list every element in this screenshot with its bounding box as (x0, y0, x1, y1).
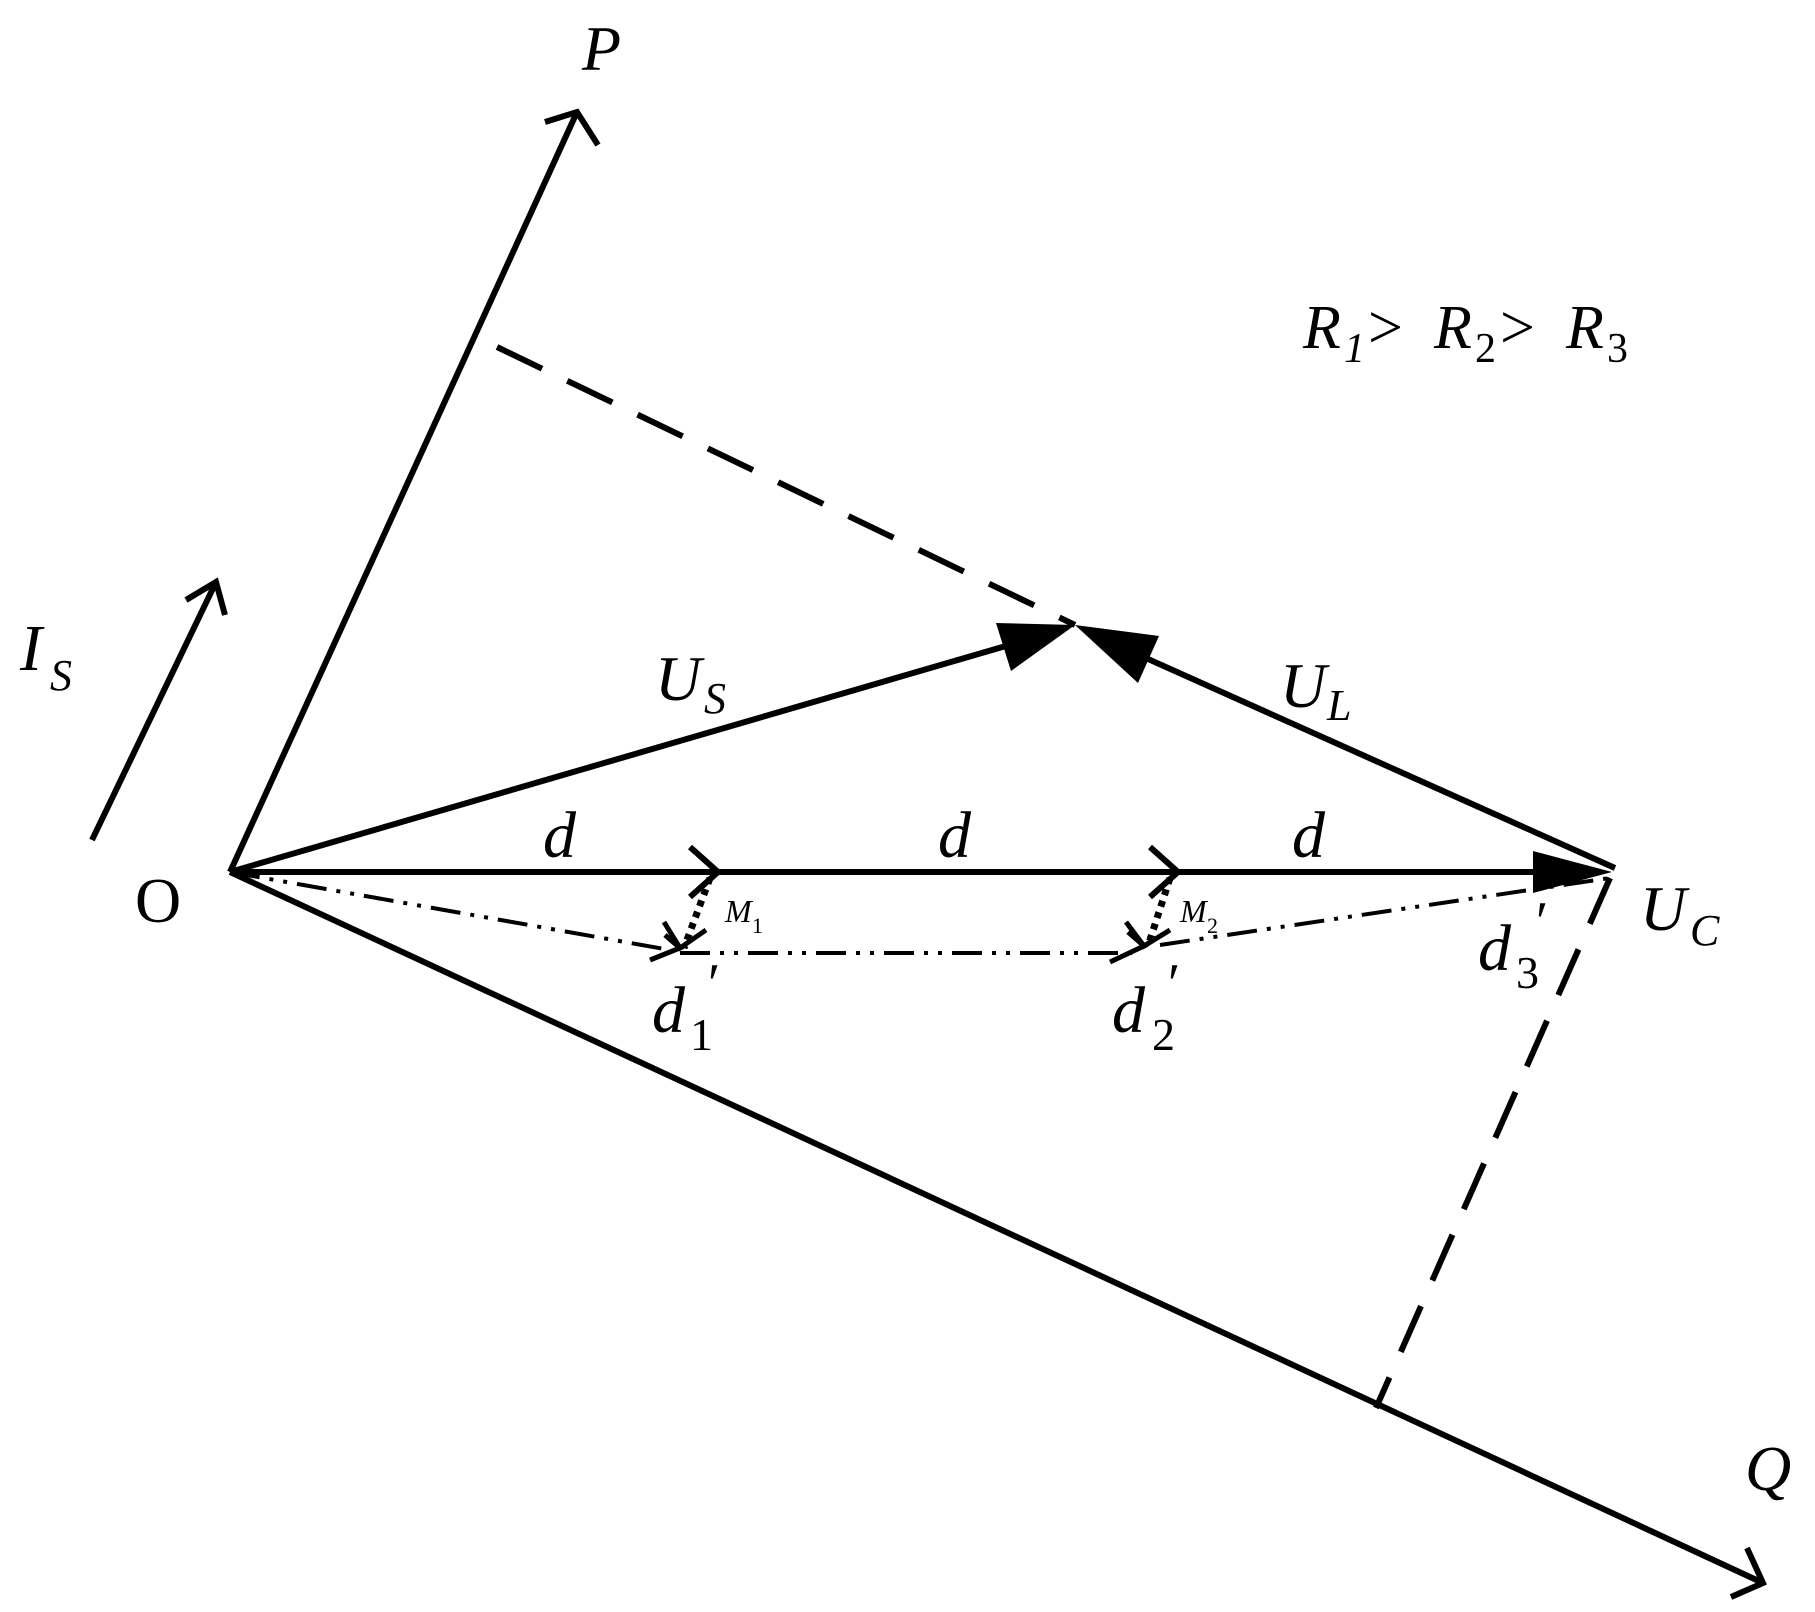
uc-label: U C (1640, 873, 1720, 955)
d1-prime-label: d 1 ′ (652, 953, 720, 1060)
d2-label-main: d (1112, 974, 1146, 1047)
d3-label-sub: 3 (1516, 947, 1539, 998)
uc-label-main: U (1640, 873, 1690, 944)
relation-r3: R (1565, 294, 1604, 362)
segment-arrow-2 (1148, 844, 1183, 900)
m2-label: M 2 (1179, 893, 1218, 938)
uc-vector (230, 844, 1612, 900)
us-label-main: U (655, 643, 705, 714)
segment-arrow-1 (688, 844, 723, 900)
segment-d-label-1: d (543, 799, 577, 872)
m1-label: M 1 (724, 893, 763, 938)
segment-d-label-2: d (938, 799, 972, 872)
d1-label-prime: ′ (708, 953, 720, 1015)
m1-link (649, 876, 714, 963)
d2-label-sub: 2 (1152, 1009, 1175, 1060)
dashed-projection-q (1373, 876, 1613, 1410)
d3-label-main: d (1478, 912, 1512, 985)
relation-gt-2: > (1500, 294, 1535, 362)
m2-label-main: M (1179, 893, 1209, 929)
is-label-main: I (19, 612, 45, 685)
is-arrow (89, 577, 228, 842)
relation-r1: R (1302, 294, 1341, 362)
m2-label-sub: 2 (1207, 913, 1218, 938)
m1-label-main: M (724, 893, 754, 929)
relation-r2: R (1433, 294, 1472, 362)
m1-label-sub: 1 (752, 913, 763, 938)
ul-label: U L (1280, 650, 1351, 730)
uc-label-sub: C (1690, 906, 1720, 955)
ul-label-sub: L (1326, 681, 1351, 730)
m2-link (1108, 876, 1174, 965)
resistance-relation: R 1 > R 2 > R 3 (1302, 294, 1628, 372)
p-axis-label: P (581, 13, 621, 84)
us-label-sub: S (704, 674, 726, 723)
relation-r3-sub: 3 (1607, 326, 1628, 372)
ul-vector (1075, 625, 1617, 871)
origin-label: O (135, 865, 181, 936)
dash-dot-paths (229, 870, 1611, 955)
d3-prime-label: d 3 ′ (1478, 891, 1548, 998)
is-label-sub: S (50, 651, 72, 700)
d2-label-prime: ′ (1168, 953, 1180, 1015)
q-axis (228, 869, 1767, 1600)
d2-prime-label: d 2 ′ (1112, 953, 1180, 1060)
dashed-projection-p (495, 344, 1077, 628)
d1-label-main: d (652, 974, 686, 1047)
us-vector (229, 623, 1075, 875)
q-axis-label: Q (1745, 1433, 1791, 1504)
is-label: I S (19, 612, 72, 700)
relation-gt-1: > (1368, 294, 1403, 362)
relation-r1-sub: 1 (1344, 326, 1365, 372)
p-axis (227, 108, 601, 874)
relation-r2-sub: 2 (1475, 326, 1496, 372)
segment-d-label-3: d (1292, 799, 1326, 872)
d3-label-prime: ′ (1536, 891, 1548, 953)
ul-label-main: U (1280, 650, 1330, 721)
d1-label-sub: 1 (690, 1009, 713, 1060)
us-label: U S (655, 643, 726, 723)
